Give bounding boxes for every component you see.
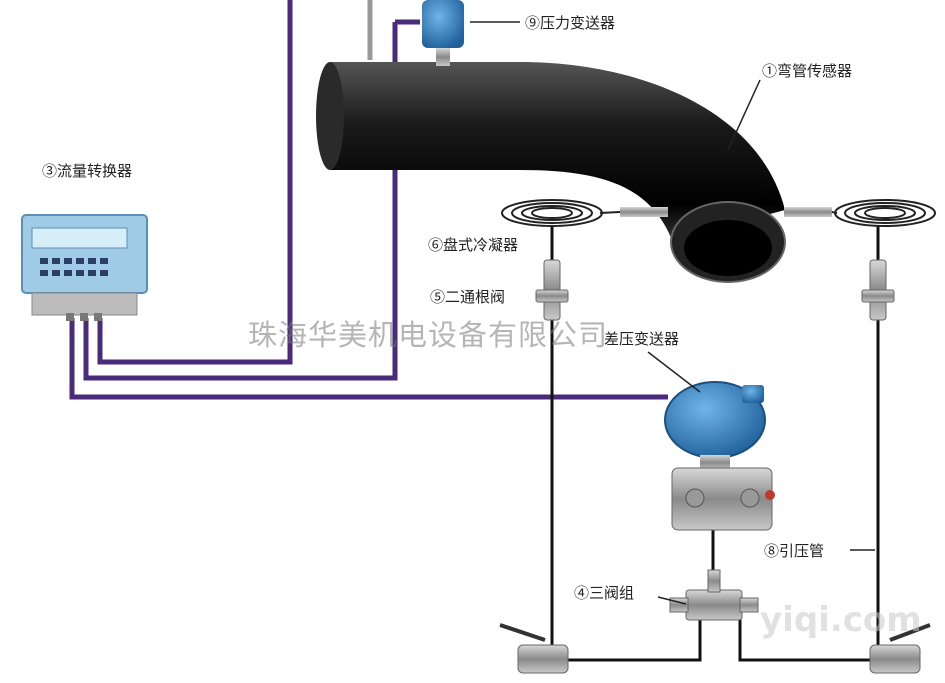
three-valve-manifold xyxy=(669,569,759,621)
label-impulse-tube: ⑧引压管 xyxy=(764,542,825,560)
label-root-valve: ⑤二通根阀 xyxy=(430,288,506,306)
watermark-site: yiqi.com xyxy=(760,600,922,640)
label-dp-transmitter: 差压变送器 xyxy=(604,330,680,348)
label-coil-condenser: ⑥盘式冷凝器 xyxy=(428,236,519,254)
label-flow-converter: ③流量转换器 xyxy=(42,162,133,180)
root-valve-right xyxy=(861,259,895,321)
pressure-transmitter xyxy=(367,0,464,66)
ball-valve-left xyxy=(499,623,569,674)
label-elbow-sensor: ①弯管传感器 xyxy=(762,62,853,80)
leader-lines xyxy=(470,21,875,605)
signal-cables xyxy=(69,0,668,400)
differential-pressure-transmitter xyxy=(664,381,775,531)
watermark-company: 珠海华美机电设备有限公司 xyxy=(248,318,609,352)
coil-condenser-right xyxy=(831,199,936,227)
root-valve-left xyxy=(535,259,569,321)
ball-valve-right xyxy=(869,623,931,674)
flow-converter xyxy=(21,214,148,321)
elbow-pipe-sensor xyxy=(316,62,832,283)
label-three-valve: ④三阀组 xyxy=(574,584,635,602)
label-pressure-transmitter: ⑨压力变送器 xyxy=(525,14,616,32)
coil-condenser-left xyxy=(501,199,621,227)
